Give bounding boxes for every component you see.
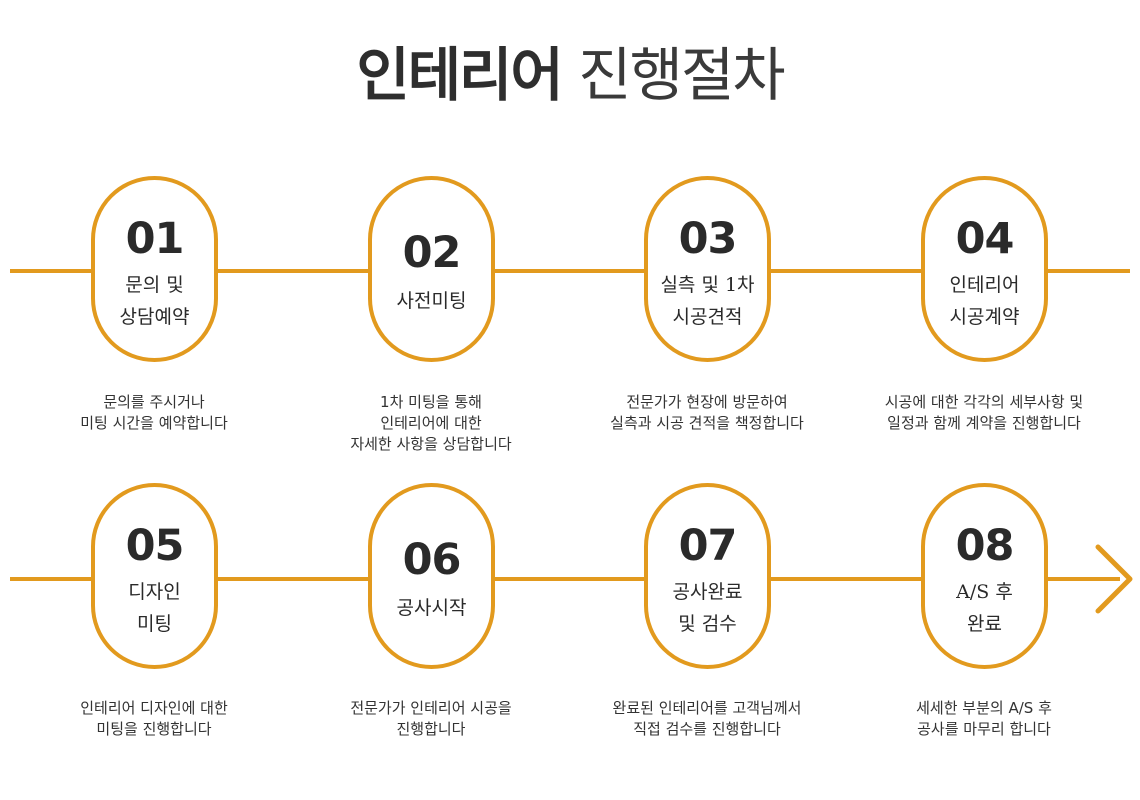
step-number: 04 xyxy=(955,214,1015,264)
description-line: 1차 미팅을 통해 xyxy=(380,393,482,411)
step-7-pill: 07 공사완료 및 검수 xyxy=(644,483,771,669)
step-6-description: 전문가가 인테리어 시공을 진행합니다 xyxy=(296,698,566,740)
step-5-pill: 05 디자인 미팅 xyxy=(91,483,218,669)
step-label: 문의 및 상담예약 xyxy=(95,269,214,333)
step-number: 08 xyxy=(955,521,1015,571)
step-3-pill: 03 실측 및 1차 시공견적 xyxy=(644,176,771,362)
step-label-line: A/S 후 xyxy=(956,581,1013,603)
step-1-pill: 01 문의 및 상담예약 xyxy=(91,176,218,362)
step-number: 01 xyxy=(125,214,185,264)
timeline-line-row1 xyxy=(10,269,1130,273)
title-light: 진행절차 xyxy=(578,41,785,109)
description-line: 실측과 시공 견적을 책정합니다 xyxy=(610,414,804,432)
step-label-line: 미팅 xyxy=(137,613,172,635)
description-line: 인테리어 디자인에 대한 xyxy=(80,699,228,717)
step-label-line: 문의 및 xyxy=(125,274,184,296)
step-7-description: 완료된 인테리어를 고객님께서 직접 검수를 진행합니다 xyxy=(572,698,842,740)
description-line: 전문가가 현장에 방문하여 xyxy=(626,393,788,411)
step-label-line: 공사시작 xyxy=(396,597,467,619)
step-4-description: 시공에 대한 각각의 세부사항 및 일정과 함께 계약을 진행합니다 xyxy=(849,392,1119,434)
step-2-description: 1차 미팅을 통해 인테리어에 대한 자세한 사항을 상담합니다 xyxy=(296,392,566,455)
step-number: 06 xyxy=(402,535,462,585)
description-line: 세세한 부분의 A/S 후 xyxy=(916,699,1052,717)
step-1-description: 문의를 주시거나 미팅 시간을 예약합니다 xyxy=(19,392,289,434)
arrow-right-icon xyxy=(1095,544,1133,614)
step-6-pill: 06 공사시작 xyxy=(368,483,495,669)
timeline-line-row2 xyxy=(10,577,1120,581)
step-label-line: 공사완료 xyxy=(672,581,743,603)
step-label-line: 완료 xyxy=(967,613,1002,635)
step-8-pill: 08 A/S 후 완료 xyxy=(921,483,1048,669)
description-line: 미팅 시간을 예약합니다 xyxy=(80,414,228,432)
description-line: 진행합니다 xyxy=(396,720,466,738)
step-4-pill: 04 인테리어 시공계약 xyxy=(921,176,1048,362)
description-line: 문의를 주시거나 xyxy=(103,393,205,411)
description-line: 자세한 사항을 상담합니다 xyxy=(350,435,512,453)
step-label-line: 인테리어 xyxy=(949,274,1020,296)
step-number: 03 xyxy=(678,214,738,264)
step-3-description: 전문가가 현장에 방문하여 실측과 시공 견적을 책정합니다 xyxy=(572,392,842,434)
step-label-line: 시공견적 xyxy=(672,306,743,328)
step-label: A/S 후 완료 xyxy=(925,576,1044,640)
description-line: 미팅을 진행합니다 xyxy=(96,720,212,738)
step-label-line: 사전미팅 xyxy=(396,290,467,312)
step-label: 인테리어 시공계약 xyxy=(925,269,1044,333)
step-label: 실측 및 1차 시공견적 xyxy=(648,269,767,333)
step-label-line: 상담예약 xyxy=(119,306,190,328)
description-line: 인테리어에 대한 xyxy=(380,414,482,432)
step-number: 02 xyxy=(402,228,462,278)
page-title: 인테리어 진행절차 xyxy=(0,41,1140,109)
description-line: 시공에 대한 각각의 세부사항 및 xyxy=(884,393,1084,411)
step-label-line: 실측 및 1차 xyxy=(660,274,755,296)
description-line: 전문가가 인테리어 시공을 xyxy=(350,699,512,717)
description-line: 일정과 함께 계약을 진행합니다 xyxy=(887,414,1081,432)
step-label-line: 시공계약 xyxy=(949,306,1020,328)
step-label-line: 디자인 xyxy=(128,581,181,603)
description-line: 공사를 마무리 합니다 xyxy=(917,720,1051,738)
step-5-description: 인테리어 디자인에 대한 미팅을 진행합니다 xyxy=(19,698,289,740)
step-number: 05 xyxy=(125,521,185,571)
description-line: 직접 검수를 진행합니다 xyxy=(633,720,781,738)
step-label: 공사시작 xyxy=(372,592,491,624)
step-number: 07 xyxy=(678,521,738,571)
step-label: 공사완료 및 검수 xyxy=(648,576,767,640)
step-8-description: 세세한 부분의 A/S 후 공사를 마무리 합니다 xyxy=(849,698,1119,740)
step-label: 디자인 미팅 xyxy=(95,576,214,640)
description-line: 완료된 인테리어를 고객님께서 xyxy=(612,699,802,717)
step-label-line: 및 검수 xyxy=(678,613,737,635)
step-2-pill: 02 사전미팅 xyxy=(368,176,495,362)
title-bold: 인테리어 xyxy=(356,41,563,109)
step-label: 사전미팅 xyxy=(372,285,491,317)
